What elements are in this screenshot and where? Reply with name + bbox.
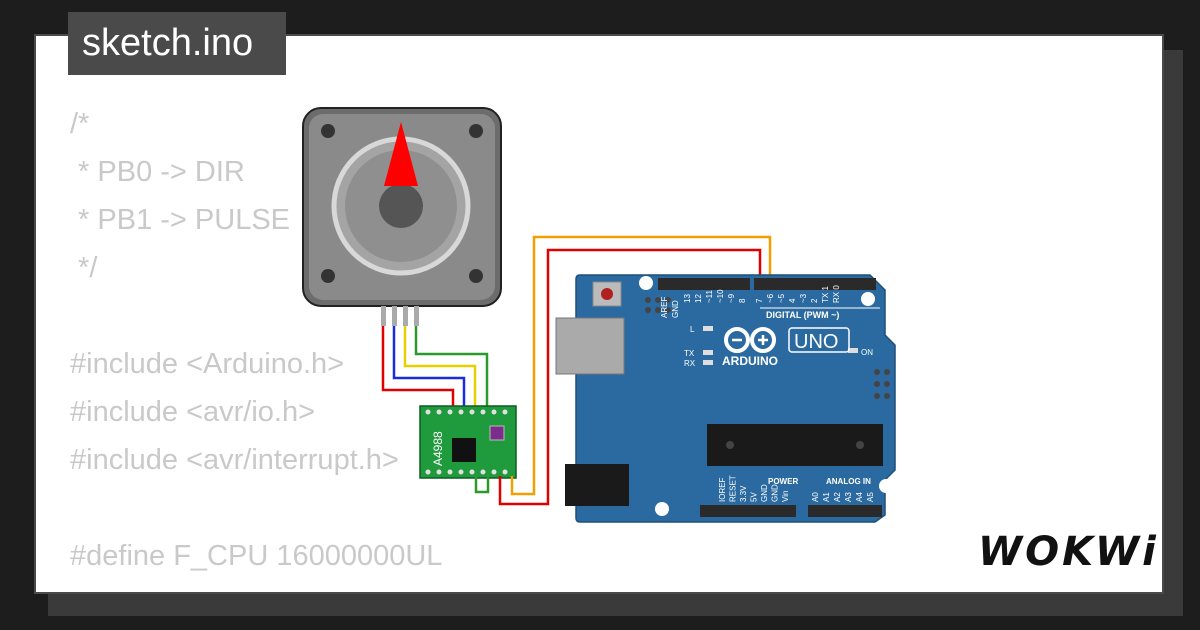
reset-button-icon [601,288,613,300]
pin-label: ~3 [799,293,808,303]
control-wires [474,235,772,506]
pin-label: ~6 [766,293,775,303]
pin-label: 5V [750,492,759,502]
mount-hole-icon [861,292,875,306]
pin-label: A0 [811,492,820,502]
code-line: /* [70,108,90,140]
wokwi-logo: WOKWi [978,529,1159,575]
pin-label: TX 1 [821,286,830,303]
pin-label: 3.3V [739,485,748,502]
motor-wires [381,326,489,410]
mount-hole-icon [321,269,335,283]
pin-label: RX 0 [832,285,841,303]
pin-label: 2 [810,298,819,303]
mount-hole-icon [879,479,893,493]
pin-label: GND [760,484,769,502]
file-name-tab[interactable]: sketch.ino [68,12,286,75]
mount-hole-icon [639,276,653,290]
uno-label: UNO [794,331,838,353]
pin-label: IOREF [718,477,727,502]
code-line: #include <avr/io.h> [70,396,316,428]
pin-label: A3 [844,492,853,502]
pin-label: A5 [866,492,875,502]
pin-label: ~11 [705,289,714,303]
code-line: #include <avr/interrupt.h> [70,444,399,476]
pin-label: ~10 [716,289,725,303]
led-l-icon [703,326,713,331]
mount-hole-icon [469,269,483,283]
pin-label: A4 [855,492,864,502]
mount-hole-icon [655,502,669,516]
driver-label: A4988 [431,431,445,466]
mcu-chip [707,424,883,466]
pin-label: A1 [822,492,831,502]
pin-label: ~5 [777,293,786,303]
gnd-label: GND [671,300,680,318]
aref-label: AREF [660,297,669,318]
led-on-icon [848,348,858,353]
shaft-needle-icon [384,122,418,186]
power-label: POWER [768,477,798,486]
code-line: * PB1 -> PULSE [70,204,291,236]
pin-label: RESET [729,475,738,502]
code-line: * PB0 -> DIR [70,156,245,188]
arduino-label: ARDUINO [722,354,778,368]
led-rx-label: RX [684,359,696,368]
header-power [700,505,796,517]
header-digital [754,278,876,290]
header-left [658,278,750,290]
code-line: #include <Arduino.h> [70,348,345,380]
a4988-driver[interactable]: A4988 [419,405,517,479]
pin-label: A2 [833,492,842,502]
brand-text: WOKWi [978,529,1159,575]
led-rx-icon [703,360,713,365]
arduino-logo-icon [724,327,776,353]
pin-label: 8 [738,298,747,303]
code-preview: /* * PB0 -> DIR * PB1 -> PULSE */ #includ… [70,100,442,580]
code-line: #define F_CPU 16000000UL [70,540,443,572]
pin-label: 7 [755,298,764,303]
mount-hole-icon [321,124,335,138]
pin-label: 4 [788,298,797,303]
led-tx-icon [703,350,713,355]
stepper-motor[interactable] [302,107,502,326]
header-analog [808,505,882,517]
pin-label: GND [771,484,780,502]
led-l-label: L [690,325,695,334]
pin-label: 12 [694,294,703,303]
led-tx-label: TX [684,349,695,358]
analog-label: ANALOG IN [826,477,871,486]
mount-hole-icon [469,124,483,138]
usb-port [555,317,625,375]
digital-label: DIGITAL (PWM ~) [766,310,839,320]
power-jack [565,464,629,506]
pin-label: ~9 [727,293,736,303]
code-line: */ [70,252,98,284]
pin-label: Vin [781,491,790,502]
pin-label: 13 [683,294,692,303]
on-label: ON [861,348,873,357]
